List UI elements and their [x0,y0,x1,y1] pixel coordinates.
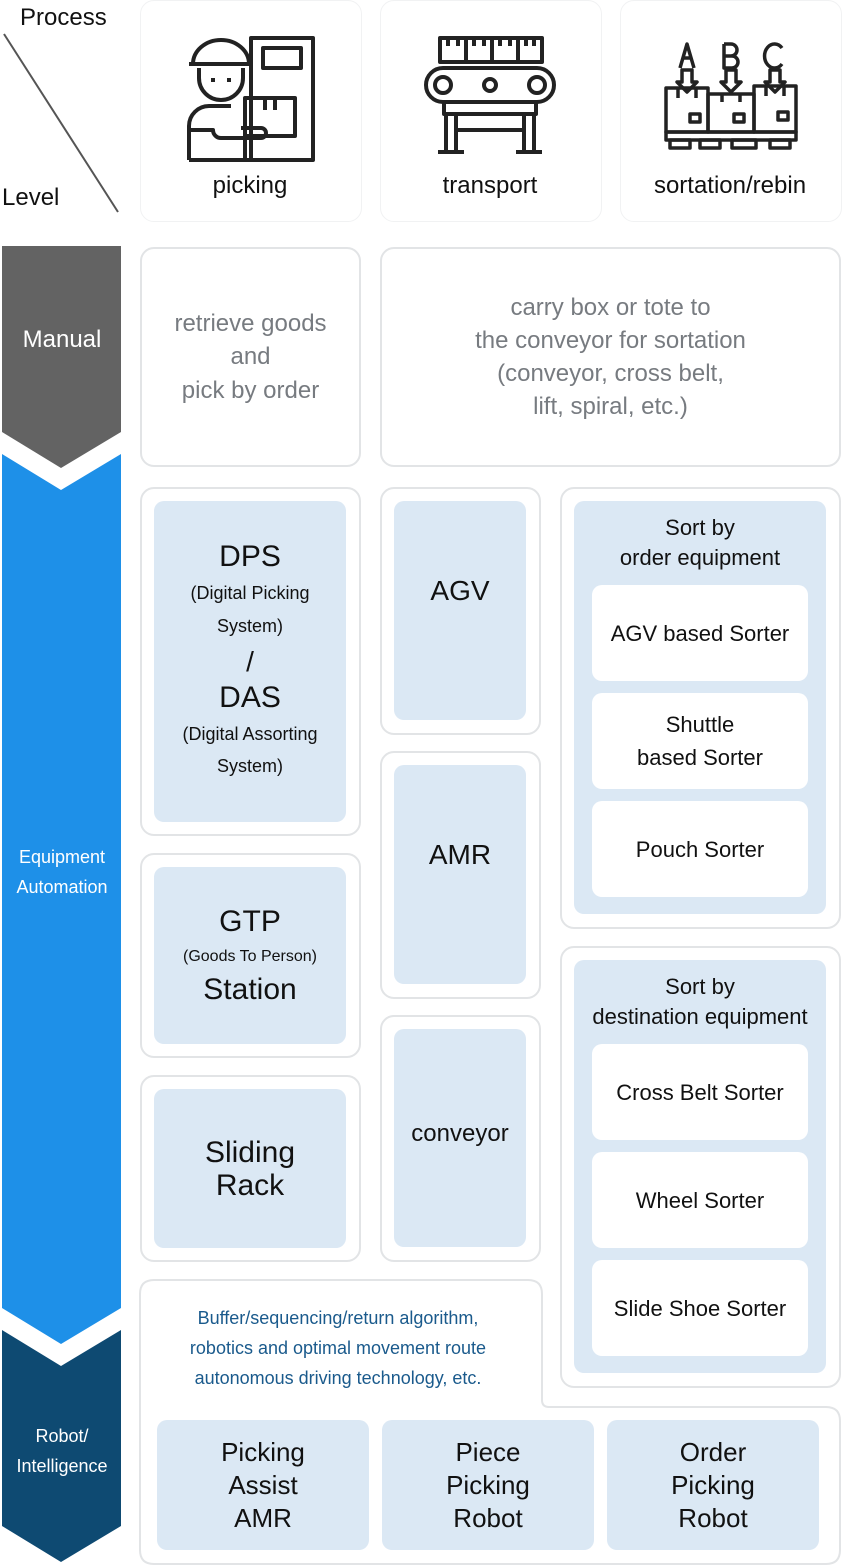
amr-box: AMR [394,765,526,984]
process-label: Process [20,4,107,31]
sort-destination-title: Sort by destination equipment [592,974,808,1029]
column-label-sortation: sortation/rebin [653,172,807,199]
piece-picking-robot: Piece Picking Robot [382,1420,594,1550]
gtp-title: GTP [219,905,281,939]
robot-arrow [2,1330,121,1562]
shuttle-based-sorter: Shuttle based Sorter [592,693,808,789]
level-label-robot: Robot/ Intelligence [16,1426,108,1476]
picking-assist-amr: Picking Assist AMR [157,1420,369,1550]
level-label: Level [2,184,60,211]
level-label-manual: Manual [22,326,102,353]
header-cell-sortation [620,0,842,222]
manual-arrow [2,246,121,468]
diagonal-divider [3,33,119,213]
order-picking-robot: Order Picking Robot [607,1420,819,1550]
slide-shoe-sorter: Slide Shoe Sorter [592,1260,808,1356]
column-label-transport: transport [442,172,538,199]
worker-picking-icon [187,36,315,162]
equipment-arrow [2,454,121,1344]
algorithm-text: Buffer/sequencing/return algorithm, robo… [189,1308,487,1388]
manual-transport-box: carry box or tote to the conveyor for so… [380,247,841,467]
agv-based-sorter: AGV based Sorter [592,585,808,681]
column-label-picking: picking [212,172,288,199]
conveyor-box: conveyor [394,1029,526,1247]
level-label-equipment: Equipment Automation [16,847,108,897]
sortation-abc-icon [664,42,798,150]
level-arrows [2,246,121,1562]
sliding-rack-box: Sliding Rack [154,1089,346,1248]
pouch-sorter: Pouch Sorter [592,801,808,897]
dps-title: DPS [219,540,281,574]
cross-belt-sorter: Cross Belt Sorter [592,1044,808,1140]
das-title: DAS [219,681,281,715]
agv-box: AGV [394,501,526,720]
conveyor-icon [424,36,556,154]
wheel-sorter: Wheel Sorter [592,1152,808,1248]
sort-order-title: Sort by order equipment [619,515,781,570]
gtp-box: GTP (Goods To Person) Station [154,867,346,1044]
manual-picking-box: retrieve goods and pick by order [140,247,361,467]
dps-das-box: DPS (Digital Picking System) / DAS (Digi… [154,501,346,822]
